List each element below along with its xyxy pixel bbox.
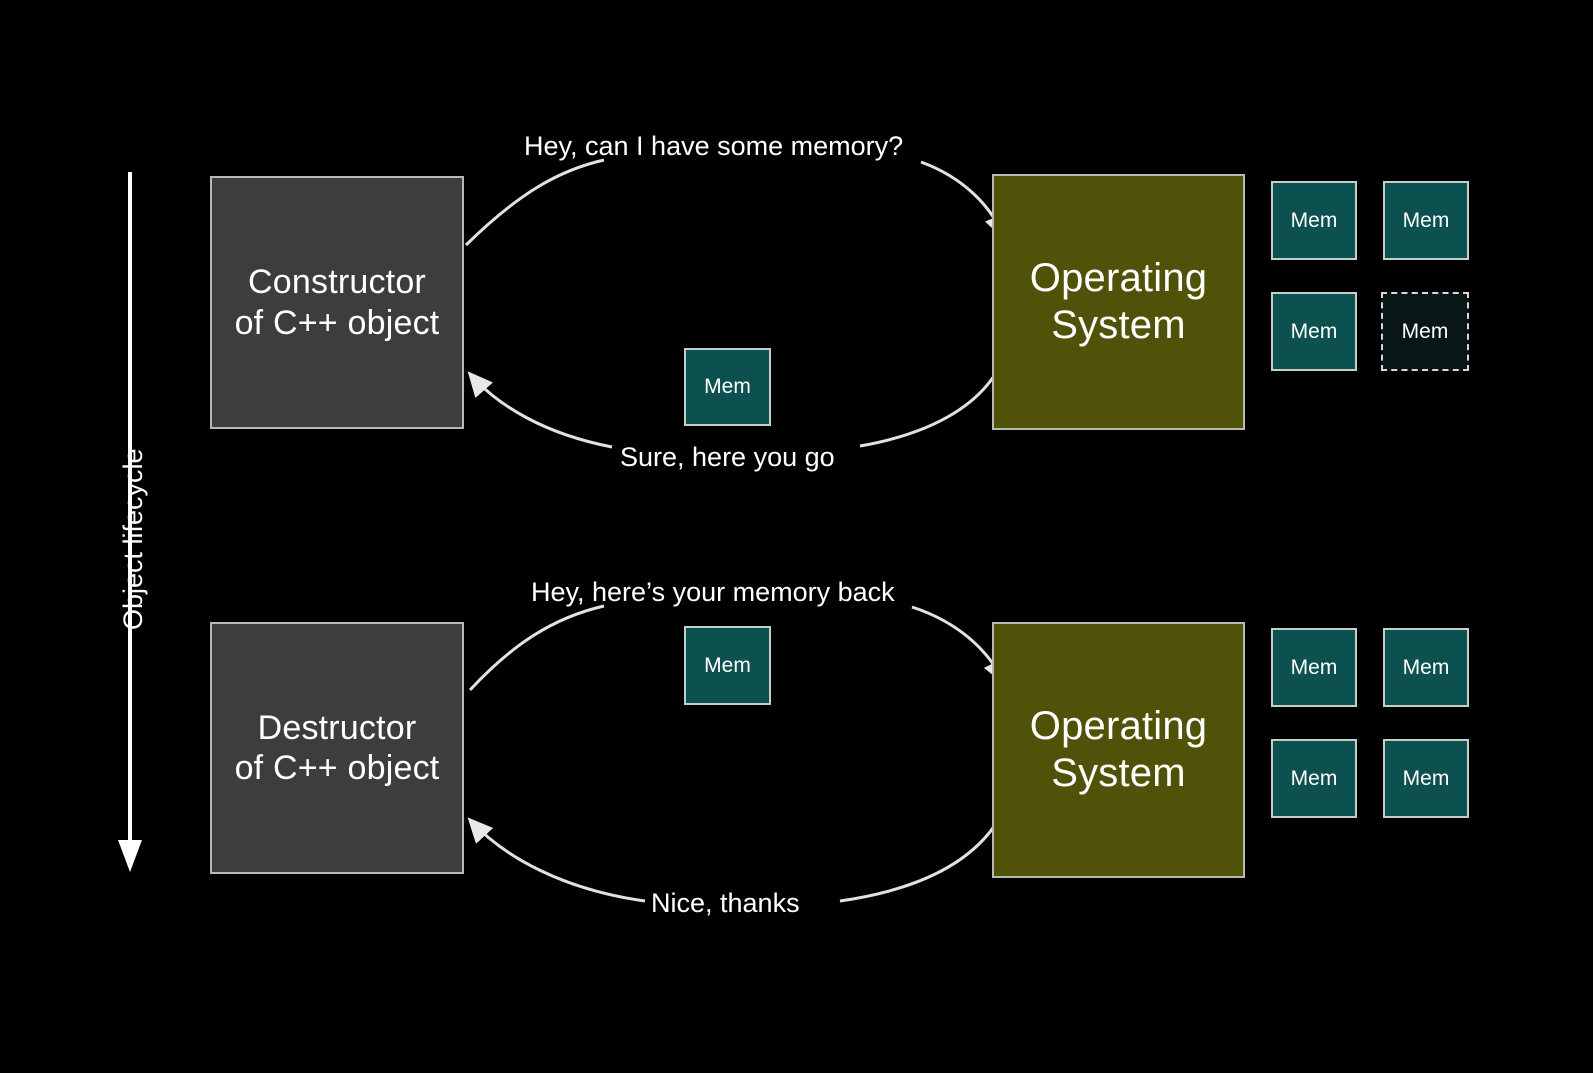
arrow-response-top xyxy=(859,359,1005,448)
caption-request-memory: Hey, can I have some memory? xyxy=(524,131,904,161)
arrow-request-top xyxy=(464,158,605,247)
memory-block-label: Mem xyxy=(704,653,751,677)
memory-block-label: Mem xyxy=(1402,766,1450,790)
arrow-request-bottom-b xyxy=(911,605,1006,686)
caption-memory-back: Hey, here’s your memory back xyxy=(531,577,895,607)
memory-block-label: Mem xyxy=(1290,319,1338,343)
memory-block-in-transit-bottom[interactable]: Mem xyxy=(684,626,771,705)
memory-pool-block-bottom-3[interactable]: Mem xyxy=(1271,739,1357,818)
memory-pool-block-top-1[interactable]: Mem xyxy=(1271,181,1357,260)
memory-block-label: Mem xyxy=(1290,766,1338,790)
memory-pool-block-top-3[interactable]: Mem xyxy=(1271,292,1357,371)
destructor-label: Destructor of C++ object xyxy=(234,708,440,787)
operating-system-box-top[interactable]: Operating System xyxy=(992,174,1245,430)
object-lifecycle-label: Object lifecycle xyxy=(118,448,148,630)
memory-block-label: Mem xyxy=(1402,655,1450,679)
operating-system-label-bottom: Operating System xyxy=(1029,703,1208,795)
constructor-box[interactable]: Constructor of C++ object xyxy=(210,176,464,429)
memory-pool-block-bottom-2[interactable]: Mem xyxy=(1383,628,1469,707)
memory-block-label: Mem xyxy=(704,375,751,398)
arrow-response-top-b xyxy=(467,371,613,449)
arrow-request-bottom xyxy=(468,604,605,692)
memory-pool-block-top-2[interactable]: Mem xyxy=(1383,181,1469,260)
memory-block-label: Mem xyxy=(1290,208,1338,232)
memory-block-label: Mem xyxy=(1402,208,1450,232)
arrow-response-bottom xyxy=(839,811,1005,903)
arrow-response-bottom-b xyxy=(467,817,646,903)
constructor-label: Constructor of C++ object xyxy=(234,263,440,342)
memory-block-in-transit-top[interactable]: Mem xyxy=(684,348,771,426)
memory-pool-block-bottom-4[interactable]: Mem xyxy=(1383,739,1469,818)
memory-block-label: Mem xyxy=(1401,319,1449,343)
operating-system-box-bottom[interactable]: Operating System xyxy=(992,622,1245,878)
destructor-box[interactable]: Destructor of C++ object xyxy=(210,622,464,874)
memory-block-label: Mem xyxy=(1290,655,1338,679)
memory-pool-block-bottom-1[interactable]: Mem xyxy=(1271,628,1357,707)
operating-system-label-top: Operating System xyxy=(1029,255,1208,347)
caption-here-you-go: Sure, here you go xyxy=(620,442,835,472)
memory-pool-block-top-4-free[interactable]: Mem xyxy=(1381,292,1469,371)
caption-nice-thanks: Nice, thanks xyxy=(651,888,800,918)
